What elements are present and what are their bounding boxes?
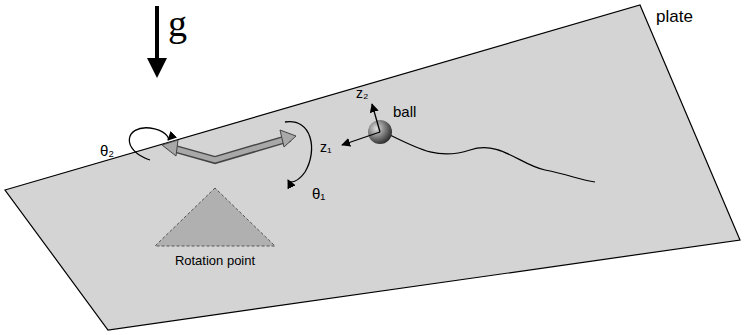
gimbal-head bbox=[280, 130, 296, 147]
pivot-triangle bbox=[155, 188, 275, 246]
gravity-shaft bbox=[155, 6, 159, 62]
angle-label: θ₁ bbox=[312, 186, 325, 201]
gimbal-head bbox=[162, 140, 178, 156]
angle-label: θ₂ bbox=[100, 143, 114, 158]
ball-label: ball bbox=[393, 104, 416, 119]
z1-axis bbox=[342, 132, 380, 145]
plate-label: plate bbox=[656, 8, 693, 25]
gravity-label: g bbox=[168, 4, 187, 42]
gimbal-outline bbox=[172, 138, 290, 160]
z2-axis bbox=[372, 104, 380, 132]
ball-trajectory bbox=[390, 135, 595, 182]
theta1-arrow bbox=[285, 122, 312, 182]
theta2-arrow bbox=[129, 128, 168, 160]
pivot-label: Rotation point bbox=[175, 254, 255, 267]
axis-label: z₂ bbox=[356, 86, 368, 100]
axis-label: z₁ bbox=[320, 140, 332, 154]
gimbal-bar bbox=[172, 138, 290, 160]
gravity-head bbox=[147, 58, 167, 78]
plate-surface bbox=[5, 5, 740, 330]
